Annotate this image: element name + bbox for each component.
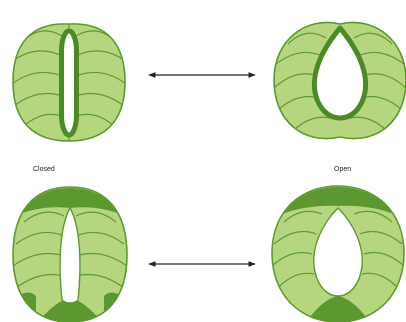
closed-pore bbox=[62, 31, 77, 135]
stoma-open-bottom bbox=[272, 186, 404, 322]
stoma-open-top bbox=[274, 22, 406, 138]
stoma-closed-top bbox=[12, 24, 126, 141]
stoma-closed-bottom bbox=[13, 187, 127, 322]
open-label: Open bbox=[334, 166, 351, 173]
closed-label: Closed bbox=[33, 166, 55, 173]
